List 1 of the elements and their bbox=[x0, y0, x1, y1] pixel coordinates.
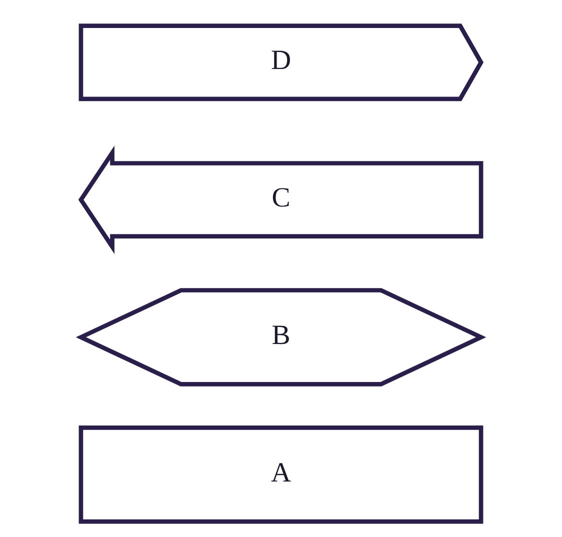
node-box: A bbox=[78, 426, 484, 524]
